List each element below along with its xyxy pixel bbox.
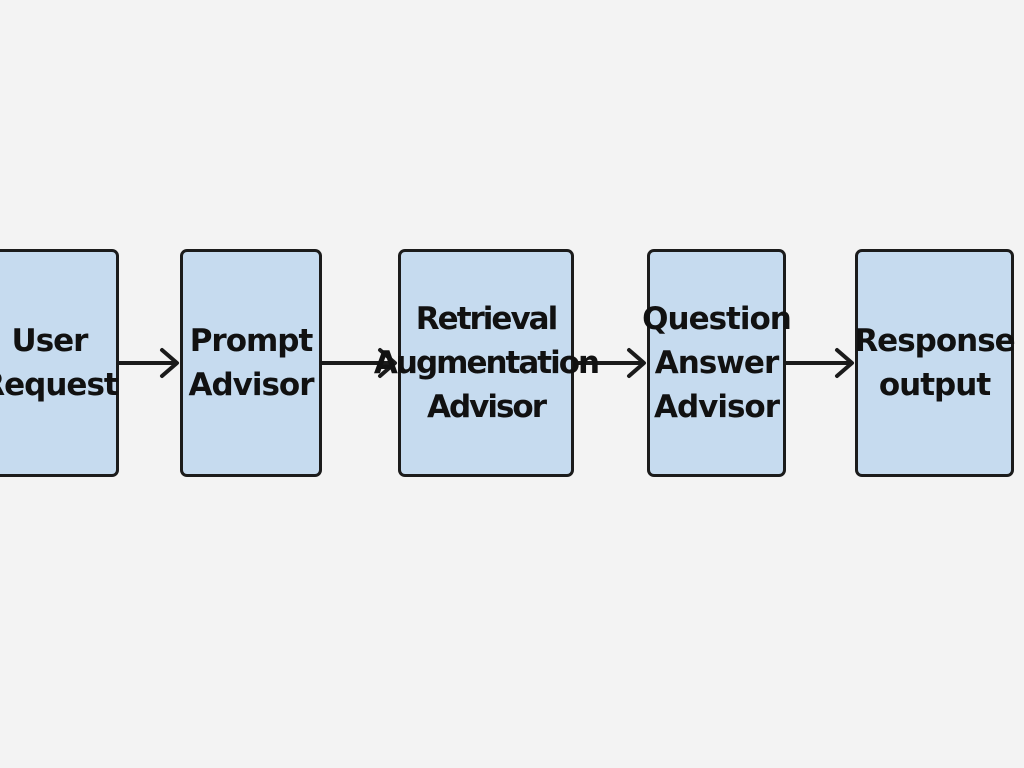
node-user-request-label: User Request (0, 323, 119, 403)
arrow-user-request-to-prompt-advisor (117, 348, 179, 378)
node-question-answer-advisor-label: Question Answer Advisor (642, 301, 792, 425)
node-response-output: Response output (854, 249, 1016, 477)
arrow-prompt-advisor-to-retrieval-augmentation-advisor (320, 348, 397, 378)
node-user-request: User Request (0, 249, 119, 477)
node-response-output-label: Response output (854, 323, 1015, 403)
arrow-retrieval-augmentation-advisor-to-question-answer-advisor (572, 348, 646, 378)
node-retrieval-augmentation-advisor-label: Retrieval Augmentation Advisor (373, 301, 600, 425)
node-prompt-advisor-label: Prompt Advisor (188, 323, 314, 403)
arrow-question-answer-advisor-to-response-output (784, 348, 854, 378)
node-question-answer-advisor: Question Answer Advisor (642, 249, 792, 477)
node-retrieval-augmentation-advisor: Retrieval Augmentation Advisor (374, 249, 600, 477)
node-prompt-advisor: Prompt Advisor (180, 249, 322, 477)
